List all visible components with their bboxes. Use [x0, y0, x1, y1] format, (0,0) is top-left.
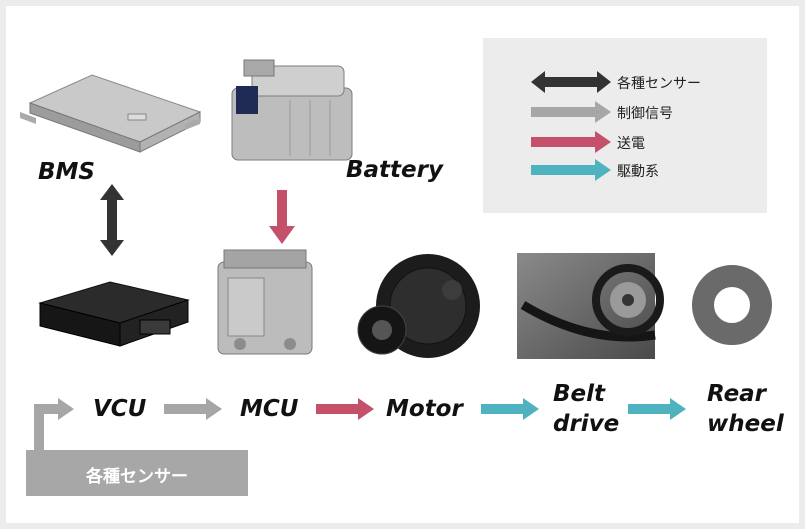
sensor-box-label: 各種センサー — [86, 467, 188, 487]
mcu-motor-arrow — [316, 398, 374, 420]
belt-wheel-arrow — [628, 398, 686, 420]
belt-drive-label-line1: Belt — [553, 381, 606, 407]
mcu-label: MCU — [240, 396, 299, 422]
sensor-vcu-arrow — [34, 398, 74, 450]
battery-image — [231, 59, 353, 161]
battery-label: Battery — [346, 157, 443, 183]
legend-label-drive: 駆動系 — [617, 164, 659, 180]
vcu-mcu-arrow — [164, 398, 222, 420]
vcu-image — [38, 281, 190, 347]
legend-label-sensor: 各種センサー — [617, 76, 701, 92]
belt-drive-label-line2: drive — [553, 411, 620, 437]
battery-mcu-arrow — [269, 190, 295, 244]
legend: 各種センサー 制御信号 送電 駆動系 — [483, 38, 767, 213]
rear-wheel-label-line1: Rear — [707, 381, 767, 407]
bms-image — [20, 74, 202, 153]
motor-image — [357, 254, 480, 358]
legend-arrow-icon — [531, 131, 611, 153]
bms-vcu-arrow — [100, 184, 124, 256]
legend-label-control: 制御信号 — [617, 106, 673, 122]
legend-label-power: 送電 — [617, 136, 645, 152]
legend-double-arrow-icon — [531, 71, 611, 93]
rear-wheel-label-line2: wheel — [707, 411, 784, 437]
legend-arrow-icon — [531, 101, 611, 123]
motor-label: Motor — [386, 396, 463, 422]
sensor-box: 各種センサー — [26, 450, 248, 496]
vcu-label: VCU — [93, 396, 147, 422]
bms-label: BMS — [38, 159, 95, 185]
legend-arrow-icon — [531, 159, 611, 181]
belt-drive-image — [517, 253, 664, 359]
motor-belt-arrow — [481, 398, 539, 420]
mcu-image — [217, 249, 313, 355]
rear-wheel-image — [692, 265, 772, 345]
